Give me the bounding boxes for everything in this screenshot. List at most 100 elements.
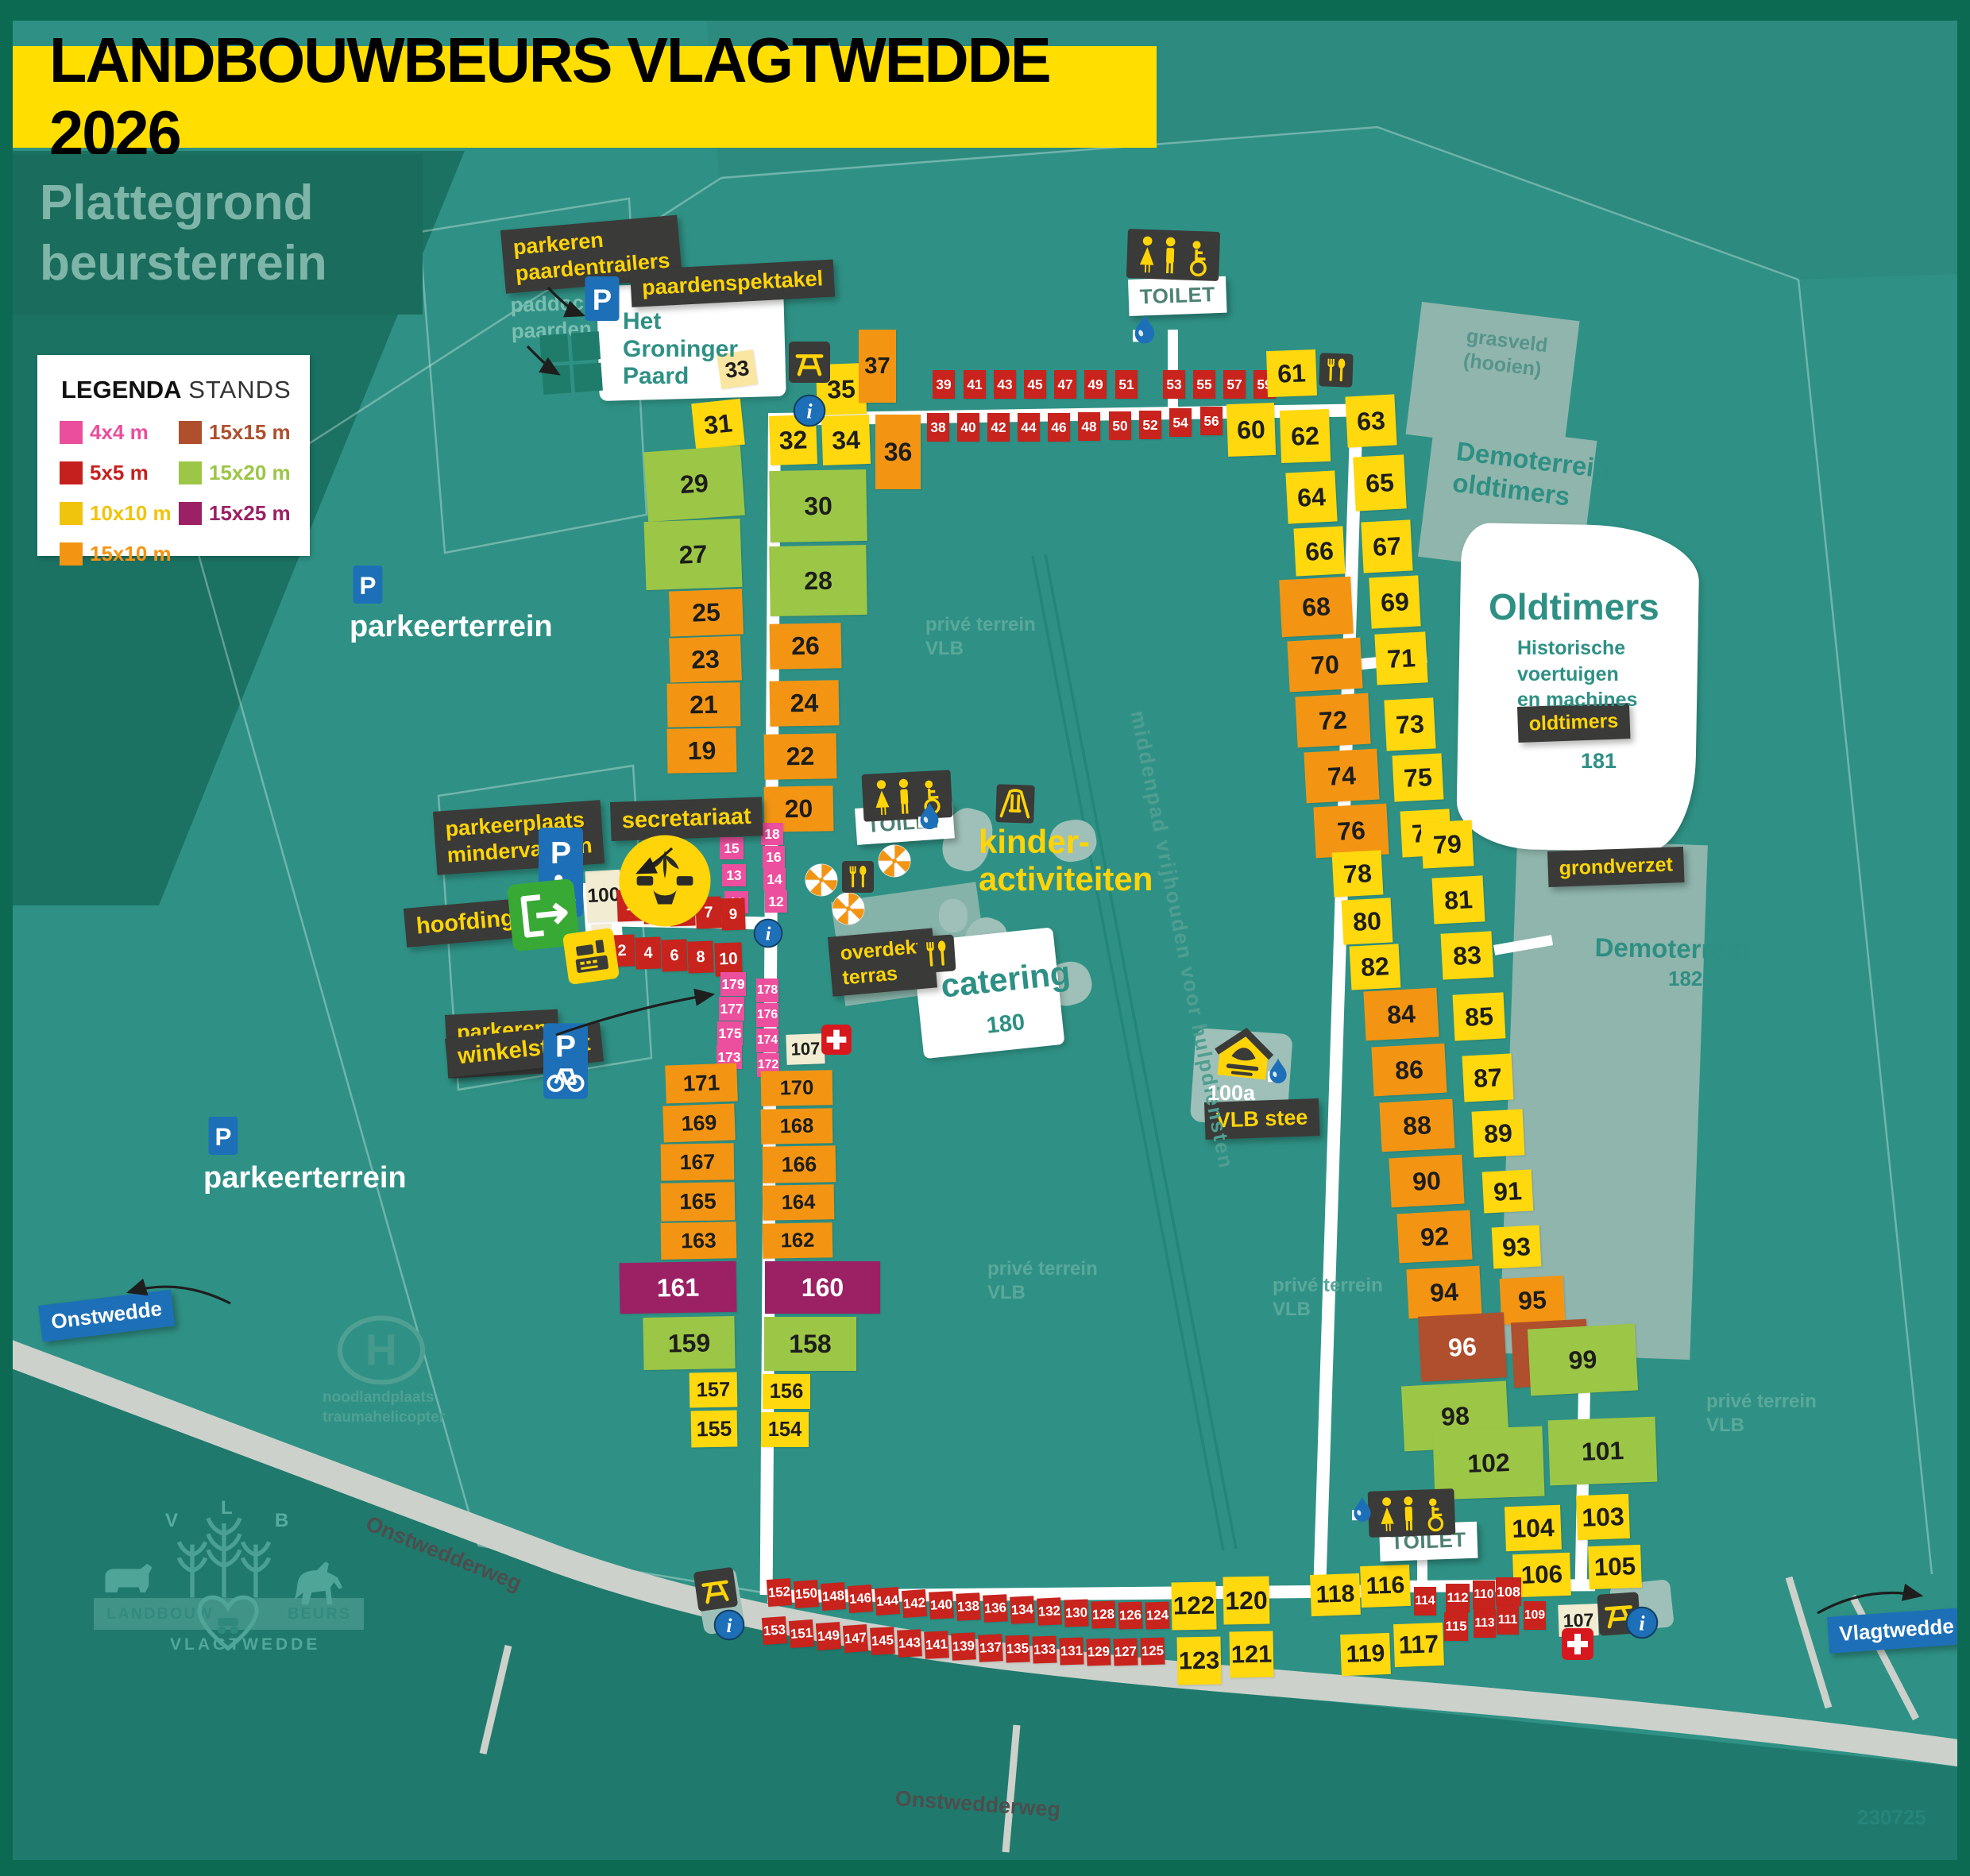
stand-56: 56 [1200, 407, 1223, 435]
paddock-icon [538, 330, 604, 396]
stand-22: 22 [763, 733, 837, 780]
label-kinder-: kinder- activiteiten [979, 823, 1153, 898]
stand-115: 115 [1444, 1612, 1468, 1641]
stand-57: 57 [1223, 370, 1246, 399]
stand-124: 124 [1145, 1601, 1170, 1630]
stand-137: 137 [978, 1634, 1003, 1662]
stand-14: 14 [763, 868, 786, 890]
info-icon: i [713, 1609, 745, 1641]
legend-label: 5x5 m [90, 460, 149, 484]
horse-icon [286, 1558, 351, 1605]
info-icon: i [793, 394, 826, 427]
stand-16: 16 [763, 846, 785, 868]
stand-83: 83 [1440, 931, 1494, 980]
stand-136: 136 [983, 1594, 1008, 1623]
legend-swatch [179, 501, 202, 525]
legend-label: 15x15 m [209, 419, 291, 444]
stand-84: 84 [1363, 987, 1439, 1041]
legend-swatch [60, 542, 83, 566]
label-priv-terrein: privé terrein VLB [1273, 1275, 1383, 1320]
stand-94: 94 [1406, 1265, 1482, 1319]
stand-106: 106 [1512, 1552, 1571, 1598]
label-het: Het Groninger Paard [623, 308, 739, 389]
p-icon: P [353, 566, 383, 604]
stand-61: 61 [1266, 349, 1317, 398]
stand-30: 30 [769, 469, 867, 543]
label-181: 181 [1581, 749, 1617, 773]
legend-item-15x10-m: 15x10 m [60, 537, 179, 570]
legend-heading: LEGENDA STANDS [61, 376, 310, 404]
cow-icon [98, 1558, 159, 1600]
stand-89: 89 [1471, 1109, 1525, 1158]
stand-60: 60 [1226, 402, 1277, 457]
stand-27: 27 [643, 518, 743, 591]
stand-42: 42 [987, 413, 1010, 442]
stand-13: 13 [722, 864, 746, 886]
stand-71: 71 [1374, 631, 1428, 685]
stand-4: 4 [635, 936, 662, 970]
stand-47: 47 [1054, 370, 1076, 399]
stand-73: 73 [1384, 697, 1436, 751]
stand-91: 91 [1481, 1169, 1534, 1214]
umbrella-icon [804, 863, 839, 897]
stand-86: 86 [1371, 1043, 1447, 1097]
stand-40: 40 [957, 413, 979, 442]
fork-icon [842, 861, 874, 893]
stand-38: 38 [927, 413, 949, 442]
stand-37: 37 [859, 330, 896, 403]
stand-167: 167 [660, 1143, 735, 1181]
stand-25: 25 [669, 589, 744, 637]
stand-162: 162 [762, 1222, 833, 1259]
stand-131: 131 [1059, 1637, 1084, 1666]
stand-120: 120 [1223, 1576, 1270, 1625]
stand-12: 12 [765, 890, 787, 913]
stand-41: 41 [964, 370, 986, 399]
cross-icon [1562, 1628, 1593, 1660]
stand-15: 15 [720, 837, 744, 859]
stand-114: 114 [1414, 1587, 1436, 1615]
stand-99: 99 [1527, 1323, 1639, 1396]
stand-48: 48 [1078, 412, 1100, 441]
stand-9: 9 [720, 897, 746, 931]
legend-label: 4x4 m [90, 419, 149, 444]
stand-143: 143 [897, 1629, 922, 1658]
svg-text:P: P [555, 1029, 576, 1063]
stand-90: 90 [1389, 1154, 1465, 1208]
wc-icon [1126, 229, 1221, 281]
legend-label: 15x20 m [209, 460, 291, 484]
stand-122: 122 [1171, 1581, 1217, 1631]
fork-icon [1319, 352, 1354, 388]
stand-127: 127 [1113, 1638, 1138, 1666]
svg-text:P: P [550, 836, 571, 870]
stand-150: 150 [793, 1579, 820, 1609]
swing-icon [995, 784, 1035, 824]
stand-164: 164 [762, 1184, 835, 1221]
badge-toilet: TOILET [1128, 276, 1227, 316]
stand-55: 55 [1193, 370, 1215, 399]
heart-icon [194, 1593, 262, 1651]
stand-141: 141 [924, 1631, 949, 1659]
label-historische: Historische voertuigen en machines [1517, 637, 1638, 711]
drop-icon [918, 801, 941, 831]
stand-75: 75 [1392, 753, 1444, 802]
pbike-icon: P [543, 1023, 588, 1099]
stand-121: 121 [1229, 1631, 1274, 1678]
stand-103: 103 [1576, 1493, 1630, 1541]
stand-72: 72 [1295, 693, 1371, 748]
legend-heading-bold: LEGENDA [61, 376, 182, 403]
label-priv-terrein: privé terrein VLB [987, 1258, 1098, 1303]
drop-icon [1133, 313, 1157, 345]
stand-43: 43 [994, 370, 1016, 399]
stand-6: 6 [661, 939, 688, 972]
stand-147: 147 [842, 1623, 869, 1654]
stand-104: 104 [1505, 1504, 1562, 1552]
stand-119: 119 [1340, 1632, 1391, 1677]
label-180: 180 [985, 1009, 1026, 1039]
stand-54: 54 [1169, 408, 1192, 437]
legend-swatch [60, 461, 83, 484]
page-title: LANDBOUWBEURS VLAGTWEDDE 2026 [49, 25, 1052, 168]
p-icon: P [585, 276, 620, 321]
